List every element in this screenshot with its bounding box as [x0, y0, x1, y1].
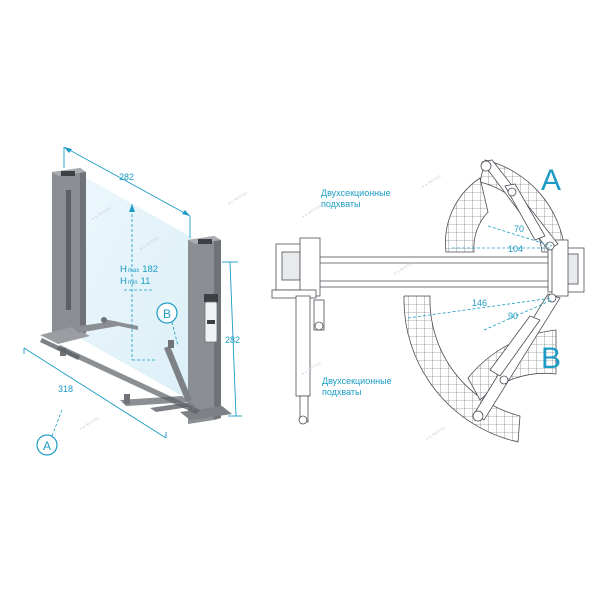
watermark: ▲▲ MASTER	[425, 426, 447, 441]
left-post-top	[271, 237, 321, 299]
left-arm-folded	[295, 295, 325, 425]
sweep-zone-a-inner	[445, 177, 489, 253]
section-a-label: A	[541, 164, 561, 197]
near-post: NORDBERG	[180, 236, 232, 424]
arm-b	[472, 293, 561, 422]
section-b-label: B	[541, 342, 561, 375]
dim-70: 70	[514, 224, 524, 234]
lift-beam	[303, 256, 559, 288]
callout-b: B	[156, 302, 179, 347]
label-bottom-line2: подхваты	[322, 387, 362, 397]
callout-a: A	[36, 409, 63, 456]
dimension-lines: 282 282 318	[23, 146, 242, 439]
callout-a-label: A	[43, 439, 51, 453]
watermark: ▲▲ MASTER	[301, 204, 323, 219]
h-max-sub: max	[128, 268, 139, 274]
label-top-line2: подхваты	[321, 199, 361, 209]
lift-3d-view: NORDBERG 282 282	[23, 146, 249, 456]
h-min-value: 11	[141, 276, 151, 287]
brand-label: NORDBERG	[196, 250, 202, 289]
arm-dimensions: 70 104 146 90	[407, 224, 553, 331]
watermark: ▲▲ MASTER	[227, 191, 249, 206]
h-min-sub: min	[128, 280, 138, 286]
lift-top-view: 70 104 146 90 A B Двухсекционные подхват…	[271, 159, 585, 443]
depth-dimension: 318	[58, 384, 73, 394]
dim-90: 90	[508, 311, 518, 321]
svg-text:Двухсекционные подхваты: Двухсекционные подхваты	[321, 188, 393, 209]
h-max-value: 182	[142, 264, 158, 275]
dim-104: 104	[508, 244, 523, 254]
svg-text:Двухсекционные подхваты: Двухсекционные подхваты	[322, 376, 394, 397]
dim-146: 146	[472, 298, 487, 308]
motor-cap	[204, 294, 218, 302]
right-post-top	[547, 239, 585, 297]
arm-a	[480, 159, 559, 251]
watermark: ▲▲ MASTER	[79, 416, 101, 431]
label-top-line1: Двухсекционные	[321, 188, 391, 198]
h-max-letter: H	[120, 264, 127, 275]
height-dimension: 282	[225, 335, 240, 345]
label-bottom-line1: Двухсекционные	[322, 376, 392, 386]
h-min-letter: H	[120, 276, 127, 287]
callout-b-label: B	[163, 307, 171, 321]
width-dimension: 282	[119, 172, 134, 182]
watermark: ▲▲ MASTER	[421, 174, 443, 189]
far-post	[52, 168, 86, 338]
clearance-plane	[76, 172, 200, 406]
